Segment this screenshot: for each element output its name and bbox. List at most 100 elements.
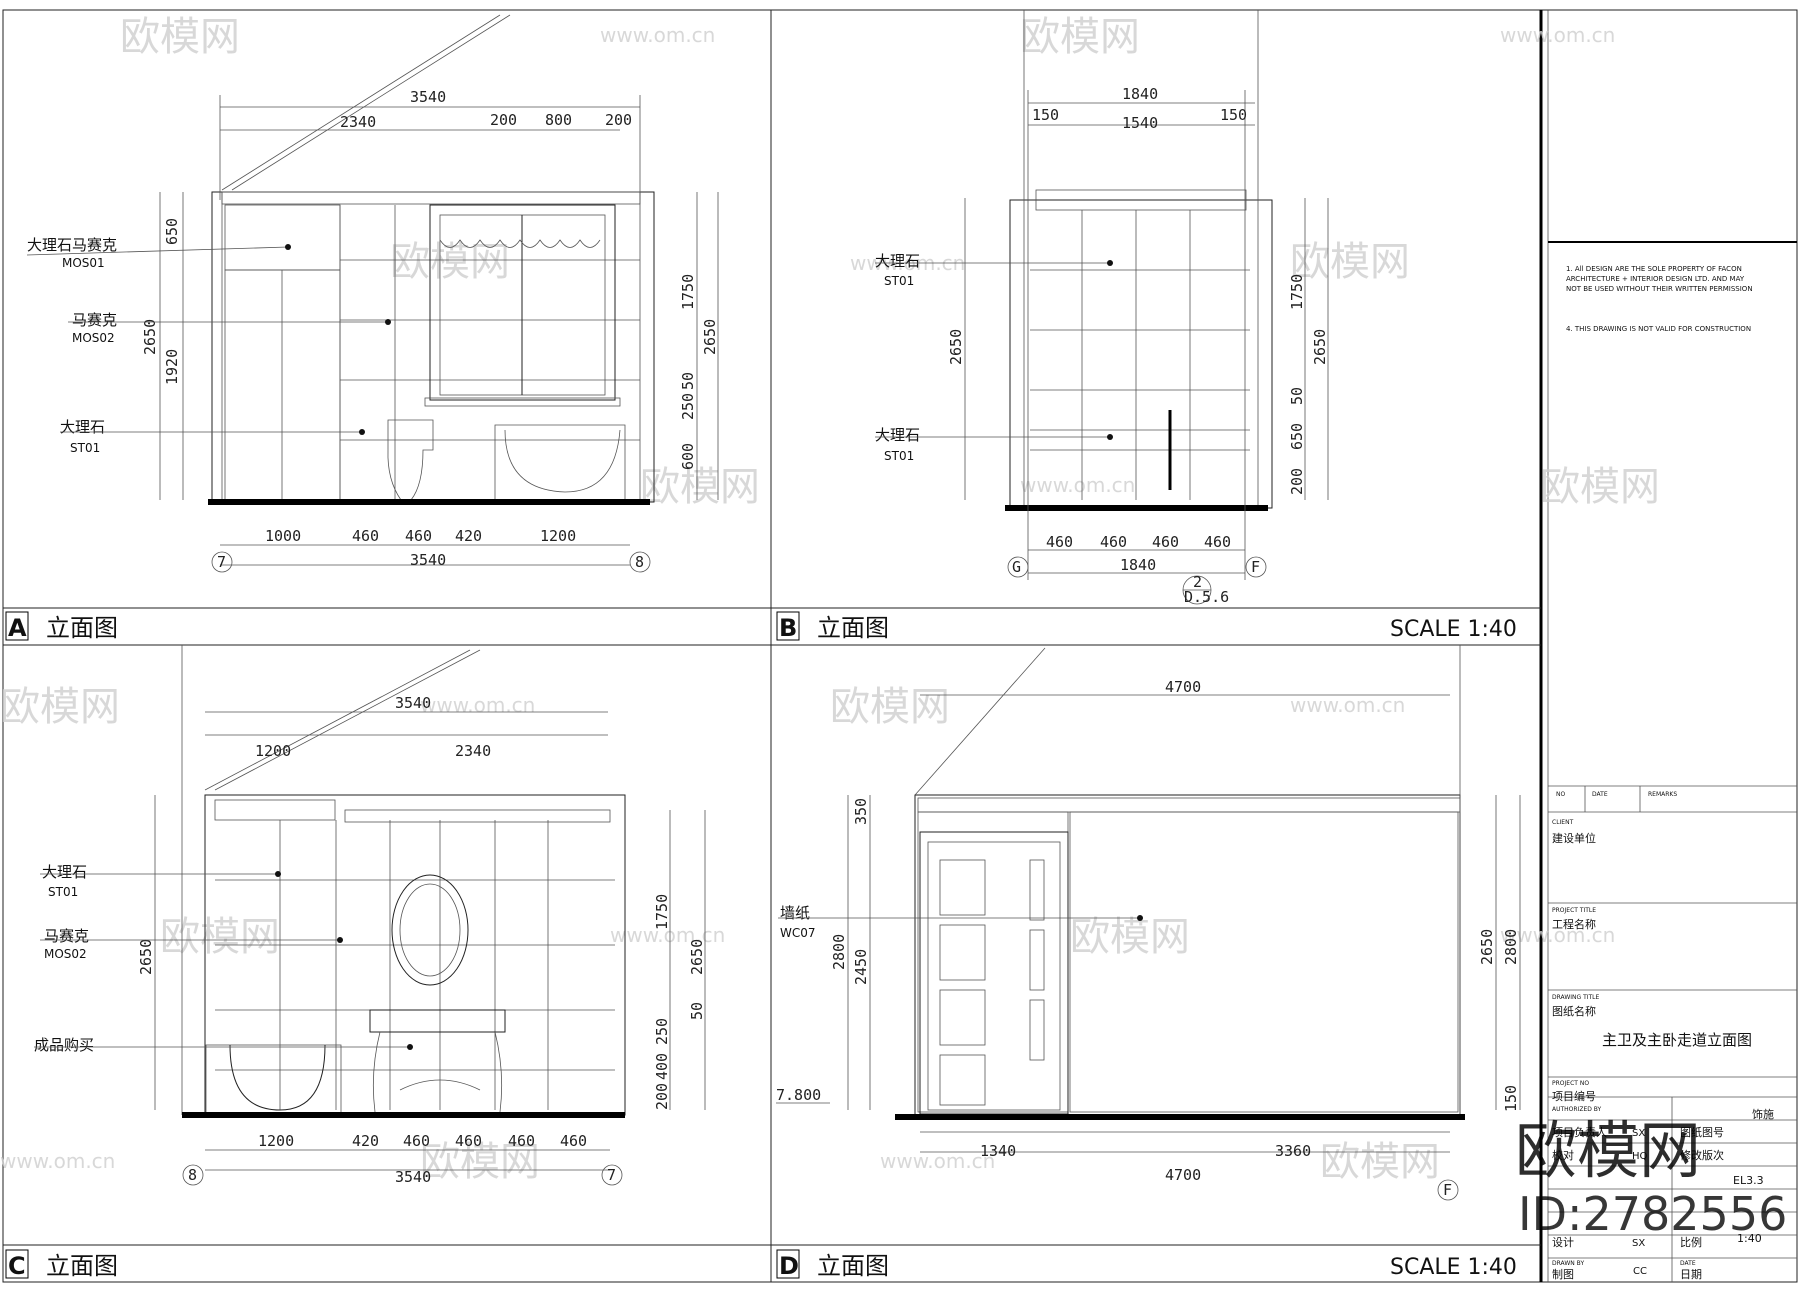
callout-label: 墙纸: [780, 904, 810, 922]
date-en: DATE: [1680, 1260, 1696, 1267]
wm-brand: 欧模网: [0, 684, 120, 730]
grid-label: 8: [635, 553, 644, 571]
dim: 460: [403, 1132, 430, 1150]
grid-label: F: [1443, 1181, 1452, 1199]
dim: 1750: [653, 894, 671, 930]
check-value: HQ: [1632, 1151, 1648, 1162]
view-title: 立面图: [46, 1252, 118, 1280]
callout-code: MOS02: [72, 331, 115, 345]
dim: 1200: [540, 527, 576, 545]
callout-code: MOS01: [62, 256, 105, 270]
wm-site: www.om.cn: [880, 1149, 995, 1173]
dim: 50: [679, 372, 697, 390]
dim: 200: [490, 111, 517, 129]
elevation-b: 1840 150 1540 150 460 460 460 460 1840 G…: [776, 10, 1517, 642]
rev-header: NO: [1556, 791, 1565, 798]
callout-code: ST01: [884, 449, 914, 463]
level-mark: 7.800: [776, 1086, 821, 1104]
view-letter: C: [8, 1252, 26, 1280]
view-title: 立面图: [817, 1252, 889, 1280]
dim: 2650: [947, 329, 965, 365]
callout-label: 成品购买: [34, 1036, 94, 1054]
scale-label: SCALE 1:40: [1390, 1255, 1517, 1280]
grid-label: 7: [217, 553, 226, 571]
note-line: 4. THIS DRAWING IS NOT VALID FOR CONSTRU…: [1566, 325, 1751, 333]
scale-value: 1:40: [1737, 1232, 1762, 1245]
drawn-en: DRAWN BY: [1552, 1260, 1584, 1267]
dim: 2650: [1311, 329, 1329, 365]
dim: 800: [545, 111, 572, 129]
dim: 150: [1502, 1085, 1520, 1112]
grid-bubble: [1245, 556, 1267, 578]
callout-label: 大理石: [60, 418, 105, 436]
grid-label: 8: [188, 1166, 197, 1184]
dim: 460: [1046, 533, 1073, 551]
dim: 1920: [163, 349, 181, 385]
wm-brand: 欧模网: [830, 684, 950, 730]
dim: 50: [1288, 387, 1306, 405]
client-cn: 建设单位: [1552, 831, 1596, 845]
wm-brand: 欧模网: [1290, 239, 1410, 285]
drawing-name: 主卫及主卧走道立面图: [1602, 1031, 1752, 1049]
dim-total: 1840: [1120, 556, 1156, 574]
callout-code: ST01: [70, 441, 100, 455]
dim: 1540: [1122, 114, 1158, 132]
wm-brand: 欧模网: [1320, 1139, 1440, 1185]
material-callouts: 大理石 ST01 马赛克 MOS02 成品购买: [34, 863, 413, 1054]
discipline: 饰施: [1752, 1107, 1774, 1121]
grid-bubble: [1007, 556, 1029, 578]
watermark-brand: 欧模网: [1515, 1114, 1701, 1187]
view-letter: D: [779, 1252, 799, 1280]
dim: 200: [653, 1083, 671, 1110]
callout-code: ST01: [48, 885, 78, 899]
dim: 1200: [255, 742, 291, 760]
dim: 650: [1288, 423, 1306, 450]
dim: 200: [1288, 468, 1306, 495]
scale-cn: 比例: [1680, 1235, 1702, 1249]
dim: 3360: [1275, 1142, 1311, 1160]
dim: 400: [653, 1053, 671, 1080]
design-label: 设计: [1552, 1236, 1574, 1249]
grid-bubble: [182, 1164, 204, 1186]
date-cn: 日期: [1680, 1268, 1702, 1281]
callout-code: WC07: [780, 926, 816, 940]
note-line: ARCHITECTURE + INTERIOR DESIGN LTD. AND …: [1566, 275, 1745, 283]
dim: 2650: [1478, 929, 1496, 965]
design-value: SX: [1632, 1238, 1645, 1249]
drawing-no: EL3.3: [1733, 1174, 1764, 1187]
rev-header: DATE: [1592, 791, 1608, 798]
material-callouts: 大理石马赛克 MOS01 马赛克 MOS02 大理石 ST01: [26, 236, 391, 455]
client-en: CLIENT: [1552, 819, 1574, 826]
wm-site: www.om.cn: [420, 693, 535, 717]
scale-label: SCALE 1:40: [1390, 617, 1517, 642]
dim: 420: [352, 1132, 379, 1150]
dim: 1750: [1288, 274, 1306, 310]
dim: 2450: [852, 949, 870, 985]
watermarks: 欧模网 www.om.cn 欧模网 www.om.cn 欧模网 www.om.c…: [0, 14, 1660, 1185]
dim: 460: [560, 1132, 587, 1150]
view-letter: B: [779, 614, 797, 642]
authorized-en: AUTHORIZED BY: [1552, 1106, 1602, 1113]
dim: 2340: [455, 742, 491, 760]
wm-brand: 欧模网: [1070, 914, 1190, 960]
title-block: 1. All DESIGN ARE THE SOLE PROPERTY OF F…: [1548, 241, 1797, 1282]
view-title: 立面图: [817, 614, 889, 642]
grid-bubble: [601, 1164, 623, 1186]
check-label: 校对: [1552, 1148, 1574, 1162]
drawing-title-cn: 图纸名称: [1552, 1004, 1596, 1018]
note-line: NOT BE USED WITHOUT THEIR WRITTEN PERMIS…: [1566, 285, 1753, 293]
material-callouts: 大理石 ST01 大理石 ST01: [875, 252, 1113, 463]
elevation-c: 3540 1200 2340 1200 420 460 460 460 460 …: [5, 645, 706, 1280]
dim: 250: [653, 1018, 671, 1045]
dim: 2800: [1502, 929, 1520, 965]
grid-label: F: [1251, 558, 1260, 576]
dim: 1000: [265, 527, 301, 545]
revision-label: 修改版次: [1680, 1148, 1724, 1162]
dim-total: 4700: [1165, 1166, 1201, 1184]
watermark-overlay: 欧模网 ID:2782556: [1515, 1114, 1787, 1241]
dim: 1200: [258, 1132, 294, 1150]
dim: 1840: [1122, 85, 1158, 103]
callout-code: ST01: [884, 274, 914, 288]
dim: 460: [1204, 533, 1231, 551]
